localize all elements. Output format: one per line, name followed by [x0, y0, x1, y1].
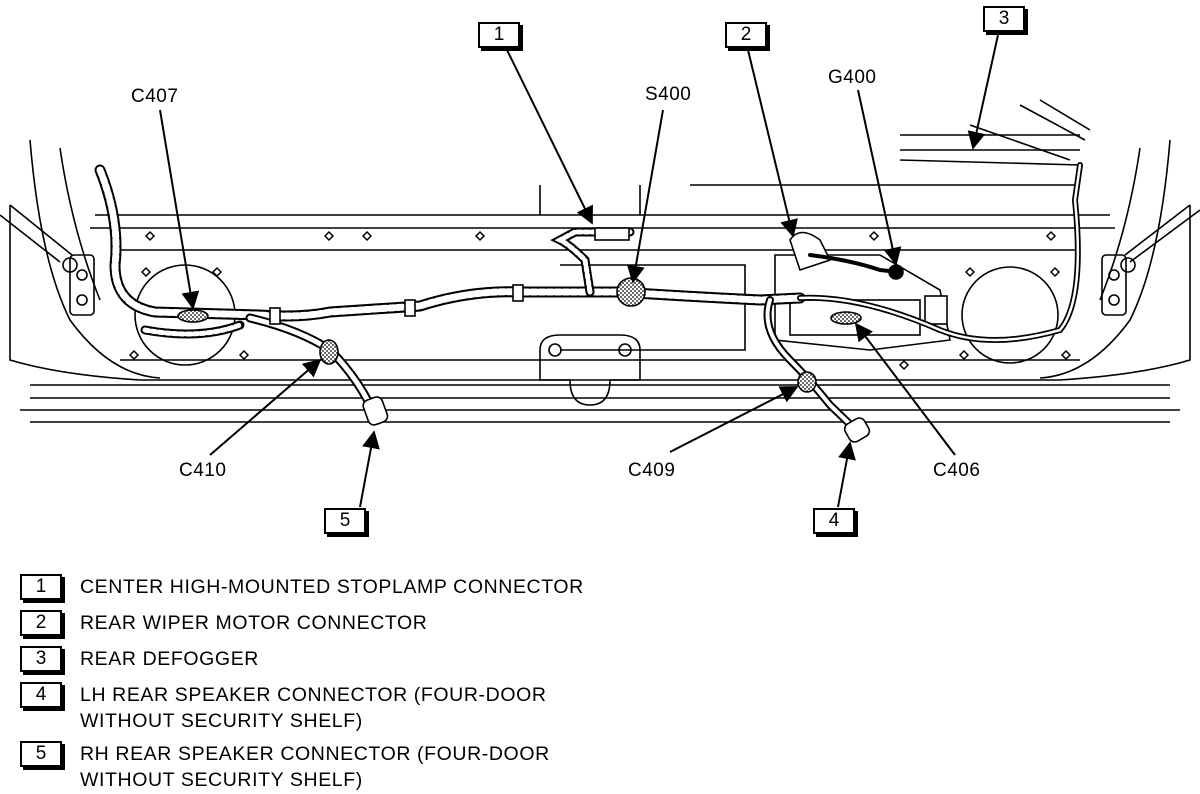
callout-2: 2 — [725, 22, 767, 48]
callout-4: 4 — [813, 508, 855, 534]
legend-text: CENTER HIGH-MOUNTED STOPLAMP CONNECTOR — [80, 576, 584, 598]
connector-bodies — [177, 227, 904, 443]
legend-number: 3 — [20, 646, 62, 672]
label-g400: G400 — [828, 67, 877, 88]
legend-text: RH REAR SPEAKER CONNECTOR (FOUR-DOOR WIT… — [80, 743, 550, 791]
callout-1: 1 — [478, 22, 520, 48]
callout-5: 5 — [324, 508, 366, 534]
label-c410: C410 — [179, 460, 227, 481]
callout-3: 3 — [983, 6, 1025, 32]
legend-item-4: 4 LH REAR SPEAKER CONNECTOR (FOUR-DOOR W… — [20, 682, 547, 734]
legend-text: REAR WIPER MOTOR CONNECTOR — [80, 612, 428, 634]
legend-text: REAR DEFOGGER — [80, 648, 259, 670]
legend-number: 5 — [20, 741, 62, 767]
right-hinge — [1101, 204, 1200, 316]
leader-arrows — [159, 34, 999, 508]
label-c406: C406 — [933, 460, 981, 481]
legend-number: 1 — [20, 574, 62, 600]
trunk-lid-outline — [9, 99, 1191, 423]
label-s400: S400 — [645, 84, 692, 105]
legend-item-5: 5 RH REAR SPEAKER CONNECTOR (FOUR-DOOR W… — [20, 741, 550, 793]
label-c407: C407 — [131, 86, 179, 107]
left-hinge — [0, 204, 95, 316]
legend-item-2: 2 REAR WIPER MOTOR CONNECTOR — [20, 610, 427, 636]
legend-text: LH REAR SPEAKER CONNECTOR (FOUR-DOOR WIT… — [80, 684, 547, 732]
legend-number: 2 — [20, 610, 62, 636]
legend-item-1: 1 CENTER HIGH-MOUNTED STOPLAMP CONNECTOR — [20, 574, 584, 600]
mounting-holes — [128, 230, 1072, 371]
wiring-harness — [94, 162, 1083, 436]
label-c409: C409 — [628, 460, 676, 481]
legend-item-3: 3 REAR DEFOGGER — [20, 646, 259, 672]
legend-number: 4 — [20, 682, 62, 708]
